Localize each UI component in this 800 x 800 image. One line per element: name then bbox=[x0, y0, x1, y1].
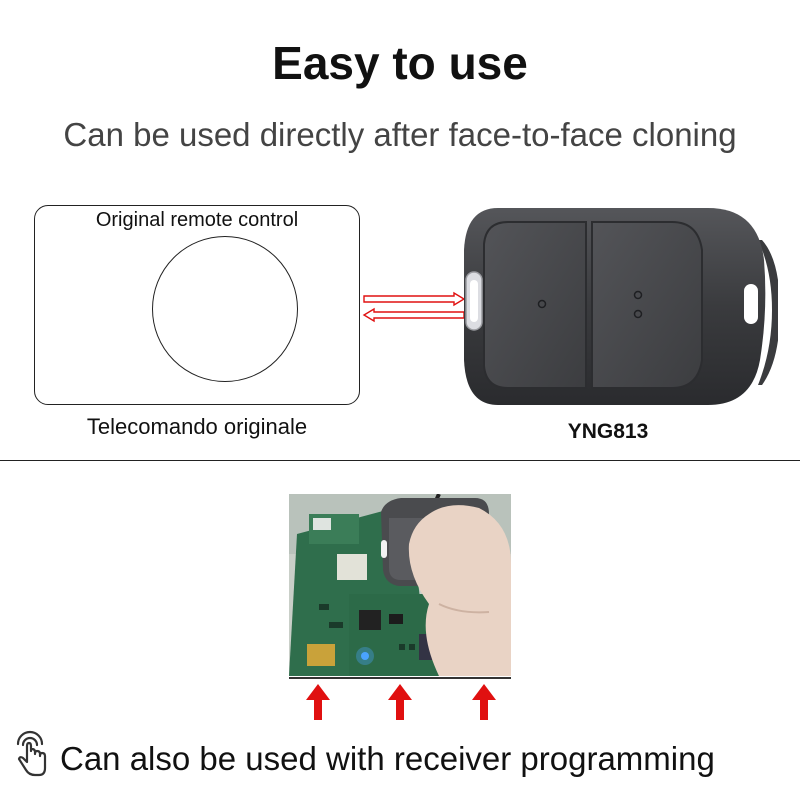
yng813-remote-image bbox=[464, 208, 778, 405]
up-arrow-icon bbox=[306, 684, 330, 720]
footer-text: Can also be used with receiver programmi… bbox=[60, 740, 715, 777]
photo-baseline bbox=[289, 677, 511, 679]
up-arrows-group bbox=[306, 684, 496, 720]
original-remote-label-italian: Telecomando originale bbox=[86, 414, 308, 439]
original-remote-label: Original remote control bbox=[95, 209, 299, 231]
section-divider bbox=[0, 460, 800, 461]
page-title: Easy to use bbox=[272, 37, 528, 89]
receiver-programming-photo bbox=[289, 494, 511, 676]
hand-touch-icon bbox=[16, 730, 47, 777]
original-remote-placeholder-circle bbox=[152, 236, 298, 382]
up-arrow-icon bbox=[472, 684, 496, 720]
up-arrow-icon bbox=[388, 684, 412, 720]
transfer-arrow-icon bbox=[362, 291, 466, 323]
page-subtitle: Can be used directly after face-to-face … bbox=[63, 116, 737, 153]
original-remote-card bbox=[34, 205, 360, 405]
model-label: YNG813 bbox=[567, 420, 649, 443]
